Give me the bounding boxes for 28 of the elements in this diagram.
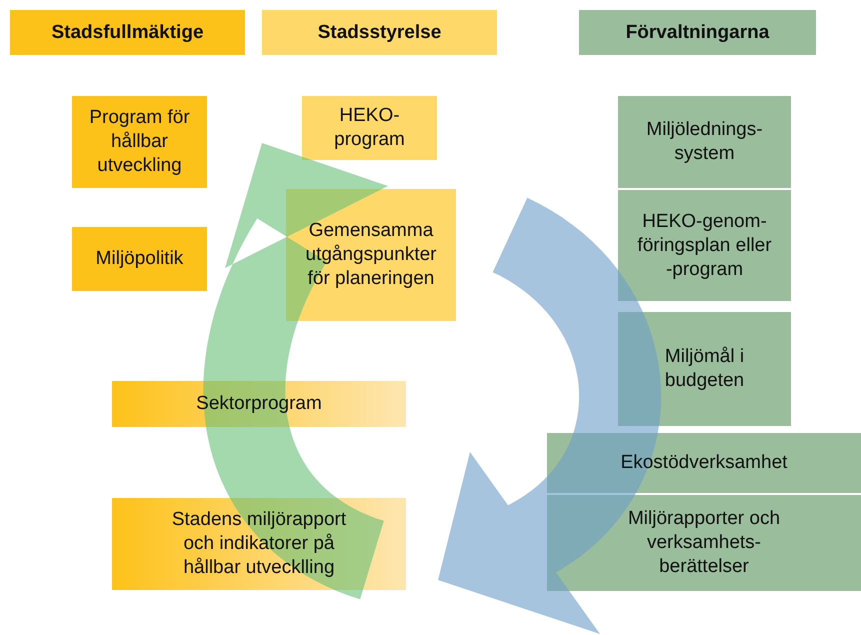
- box-text: Program för hållbar utveckling: [88, 106, 191, 178]
- process-box: [618, 312, 791, 426]
- process-box: [112, 498, 406, 590]
- process-box: [547, 495, 861, 591]
- header-text: Förvaltningarna: [626, 20, 770, 44]
- column-header: [579, 10, 816, 55]
- header-text: Stadsstyrelse: [318, 20, 442, 44]
- process-box: [72, 227, 207, 291]
- process-box: [618, 96, 791, 188]
- box-text: Miljömål i budgeten: [664, 345, 746, 393]
- box-text: Miljörapporter och verksamhets- berättelser: [626, 507, 782, 579]
- box-text: Ekostödverksamhet: [620, 451, 788, 475]
- box-text: Stadens miljörapport och indikatorer på hållbar utvecklling: [170, 508, 348, 580]
- process-box: [547, 433, 861, 493]
- process-box: [618, 190, 791, 301]
- process-box: [112, 381, 406, 427]
- box-text: Gemensamma utgångspunkter för planeringen: [304, 219, 438, 291]
- box-text: Miljölednings- system: [645, 118, 764, 166]
- header-text: Stadsfullmäktige: [51, 20, 204, 44]
- column-header: [262, 10, 497, 55]
- box-text: HEKO- program: [333, 104, 406, 152]
- process-box: [72, 96, 207, 188]
- box-text: HEKO-genom- föringsplan eller -program: [636, 210, 773, 282]
- box-text: Sektorprogram: [196, 392, 322, 416]
- process-box: [286, 189, 456, 321]
- process-box: [302, 96, 437, 160]
- column-header: [10, 10, 245, 55]
- box-text: Miljöpolitik: [96, 247, 184, 271]
